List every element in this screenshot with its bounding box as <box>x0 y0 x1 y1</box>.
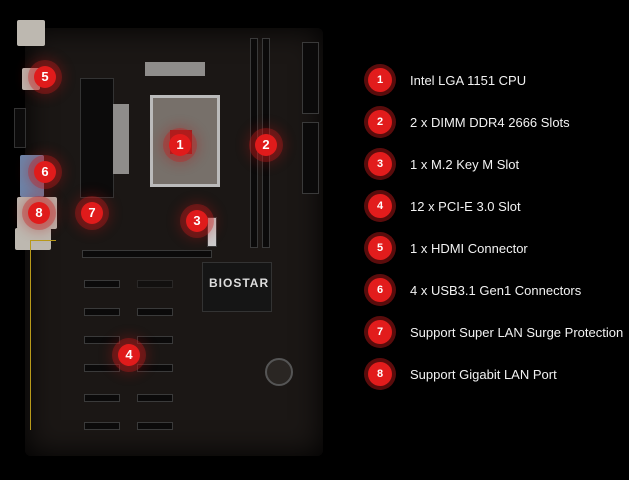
m2-slot <box>207 217 217 247</box>
pcie-x1-slot <box>84 394 120 402</box>
pcie-x1-slot <box>137 394 173 402</box>
marker-2: 2 <box>255 134 277 156</box>
pcie-x1-slot <box>84 364 120 372</box>
top-chokes <box>145 62 205 76</box>
audio-port <box>15 228 51 250</box>
badge-7: 7 <box>368 320 392 344</box>
motherboard-image <box>25 28 323 456</box>
badge-2: 2 <box>368 110 392 134</box>
marker-6: 6 <box>34 161 56 183</box>
badge-4: 4 <box>368 194 392 218</box>
pcie-x1-slot <box>137 280 173 288</box>
legend-item-usb: 6 4 x USB3.1 Gen1 Connectors <box>368 278 581 302</box>
legend-label: Support Super LAN Surge Protection <box>410 324 624 340</box>
pcie-x1-slot <box>137 308 173 316</box>
legend-label: 4 x USB3.1 Gen1 Connectors <box>410 282 582 298</box>
legend-item-hdmi: 5 1 x HDMI Connector <box>368 236 528 260</box>
pcie-x1-slot <box>84 422 120 430</box>
marker-1: 1 <box>169 134 191 156</box>
pcie-x1-slot <box>137 336 173 344</box>
badge-6: 6 <box>368 278 392 302</box>
chokes <box>113 104 129 174</box>
badge-3: 3 <box>368 152 392 176</box>
vga-port <box>14 108 26 148</box>
legend-item-lan-surge: 7 Support Super LAN Surge Protection <box>368 320 623 344</box>
vrm-heatsink <box>80 78 114 198</box>
badge-8: 8 <box>368 362 392 386</box>
chipset-logo: BIOSTAR <box>209 276 270 290</box>
legend-label: 12 x PCI-E 3.0 Slot <box>410 198 521 214</box>
legend-item-cpu: 1 Intel LGA 1151 CPU <box>368 68 526 92</box>
marker-7: 7 <box>81 202 103 224</box>
cmos-battery <box>265 358 293 386</box>
legend-label: 1 x HDMI Connector <box>410 240 528 256</box>
pcie-x1-slot <box>84 336 120 344</box>
cpu-socket <box>150 95 220 187</box>
marker-4: 4 <box>118 344 140 366</box>
marker-8: 8 <box>28 202 50 224</box>
pcie-x1-slot <box>137 422 173 430</box>
pcie-x16-slot <box>82 250 212 258</box>
legend-label: 1 x M.2 Key M Slot <box>410 156 520 172</box>
pcie-x1-slot <box>84 280 120 288</box>
pcie-x1-slot <box>137 364 173 372</box>
pcie-x1-slot <box>84 308 120 316</box>
badge-5: 5 <box>368 236 392 260</box>
legend-label: Intel LGA 1151 CPU <box>410 72 527 88</box>
legend-item-dimm: 2 2 x DIMM DDR4 2666 Slots <box>368 110 570 134</box>
legend-item-pcie: 4 12 x PCI-E 3.0 Slot <box>368 194 521 218</box>
marker-5: 5 <box>34 66 56 88</box>
legend-item-m2: 3 1 x M.2 Key M Slot <box>368 152 519 176</box>
chipset-heatsink <box>202 262 272 312</box>
ps2-port <box>17 20 45 46</box>
legend-item-gigabit-lan: 8 Support Gigabit LAN Port <box>368 362 557 386</box>
marker-3: 3 <box>186 210 208 232</box>
atx-power-connector <box>302 42 319 114</box>
audio-trace <box>30 240 56 430</box>
legend-label: 2 x DIMM DDR4 2666 Slots <box>410 114 570 130</box>
badge-1: 1 <box>368 68 392 92</box>
legend-label: Support Gigabit LAN Port <box>410 366 557 382</box>
cpu-power-connector <box>302 122 319 194</box>
